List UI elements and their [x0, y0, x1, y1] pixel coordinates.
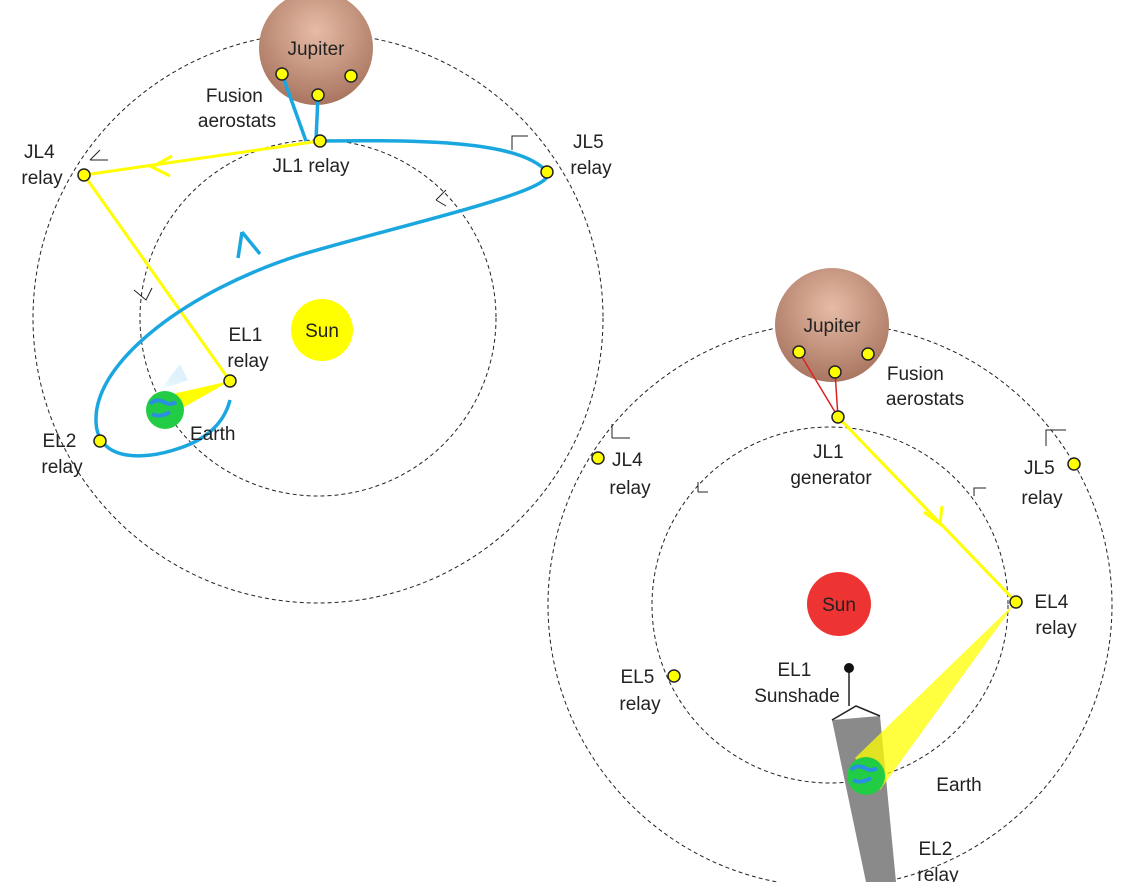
el2-node	[93, 434, 107, 448]
earth-orbit	[651, 426, 1009, 784]
jl5-node	[540, 165, 554, 179]
jl4-node	[77, 168, 91, 182]
sunshade-node	[844, 663, 854, 673]
el4-node	[1009, 595, 1023, 609]
earth-label: Earth	[936, 775, 981, 796]
jl5-label: JL5 relay	[570, 132, 612, 179]
orbit-direction-marker	[697, 482, 708, 493]
jl5-label: JL5 relay	[1021, 458, 1063, 509]
transfer-path	[94, 138, 550, 458]
aerostat-node	[311, 88, 325, 102]
earth-orbit	[139, 139, 497, 497]
transfer-path	[280, 73, 320, 142]
earth-glow	[160, 364, 188, 390]
el2-label: EL2 relay	[917, 839, 959, 882]
jl5-node	[1067, 457, 1081, 471]
path-arrowhead	[236, 230, 262, 259]
fusion-aerostats-label: Fusion aerostats	[886, 364, 964, 410]
jl4-label: JL4 relay	[21, 142, 63, 189]
fusion-aerostats-label: Fusion aerostats	[198, 86, 276, 132]
beam-arrowhead	[148, 154, 173, 178]
aerostat-node	[792, 345, 806, 359]
power-beam	[836, 415, 1018, 604]
orbit-direction-marker	[133, 287, 153, 301]
tether-line	[798, 351, 839, 418]
jupiter-orbit	[32, 32, 604, 604]
el5-label: EL5 relay	[619, 667, 661, 715]
right-diagram: Jupiter Sun Earth Fusion aerostats	[547, 268, 1113, 882]
jupiter	[259, 0, 373, 105]
el5-node	[667, 669, 681, 683]
left-diagram: Jupiter Sun Earth Fusion aerostats JL1 r	[21, 0, 612, 604]
sun-label: Sun	[822, 595, 856, 616]
orbit-direction-marker	[435, 189, 447, 207]
jupiter-label: Jupiter	[287, 39, 345, 60]
jl4-node	[591, 451, 605, 465]
aerostat-node	[828, 365, 842, 379]
sunshade-frame	[831, 668, 881, 721]
orbit-direction-marker	[89, 149, 108, 161]
sun-label: Sun	[305, 321, 339, 342]
el1-label: EL1 relay	[227, 325, 269, 372]
el2-label: EL2 relay	[41, 431, 83, 478]
earth-beam-cone	[855, 602, 1016, 790]
aerostat-node	[861, 347, 875, 361]
beam-arrowhead	[923, 505, 944, 527]
orbit-direction-marker	[611, 424, 630, 439]
el1-node	[223, 374, 237, 388]
orbit-direction-marker	[511, 135, 528, 150]
jl1-node	[831, 410, 845, 424]
earth	[847, 757, 885, 795]
el1-sunshade-label: EL1 Sunshade	[754, 660, 840, 707]
jl1-label: JL1 relay	[272, 156, 350, 177]
aerostat-node	[344, 69, 358, 83]
earth	[146, 391, 184, 429]
el4-label: EL4 relay	[1034, 592, 1077, 639]
orbit-direction-marker	[1045, 429, 1066, 446]
sun	[807, 572, 871, 636]
jl1-node	[313, 134, 327, 148]
jl4-label: JL4 relay	[609, 450, 651, 499]
jupiter-orbit	[547, 322, 1113, 882]
aerostat-node	[275, 67, 289, 81]
earth-surface	[849, 764, 879, 784]
sun	[291, 299, 353, 361]
earth-surface	[148, 398, 178, 418]
earth-label: Earth	[190, 424, 235, 445]
jl1-label: JL1 generator	[790, 442, 872, 489]
jupiter-label: Jupiter	[803, 316, 861, 337]
orbit-direction-marker	[973, 487, 986, 496]
